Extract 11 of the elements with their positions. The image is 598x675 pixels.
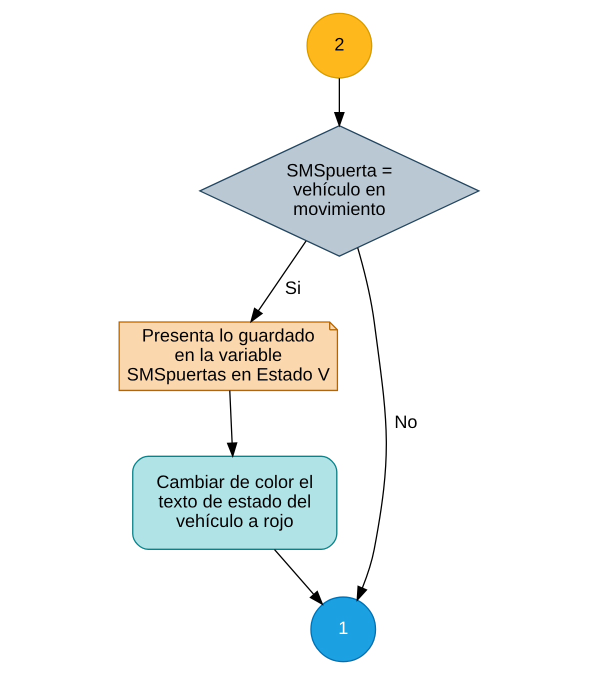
edge-label: No	[394, 412, 418, 432]
edge-label: Si	[284, 278, 301, 298]
node-circle: 2	[306, 12, 372, 79]
node-box: Cambiar de color el texto de estado del vehículo a rojo	[132, 456, 338, 550]
arrow	[356, 248, 387, 602]
arrow	[334, 78, 345, 128]
arrow	[226, 390, 238, 458]
node-diamond: SMSpuerta = vehículo en movimiento	[198, 124, 480, 257]
node-circle: 1	[310, 596, 376, 662]
arrow	[250, 240, 307, 324]
arrow	[274, 549, 324, 606]
